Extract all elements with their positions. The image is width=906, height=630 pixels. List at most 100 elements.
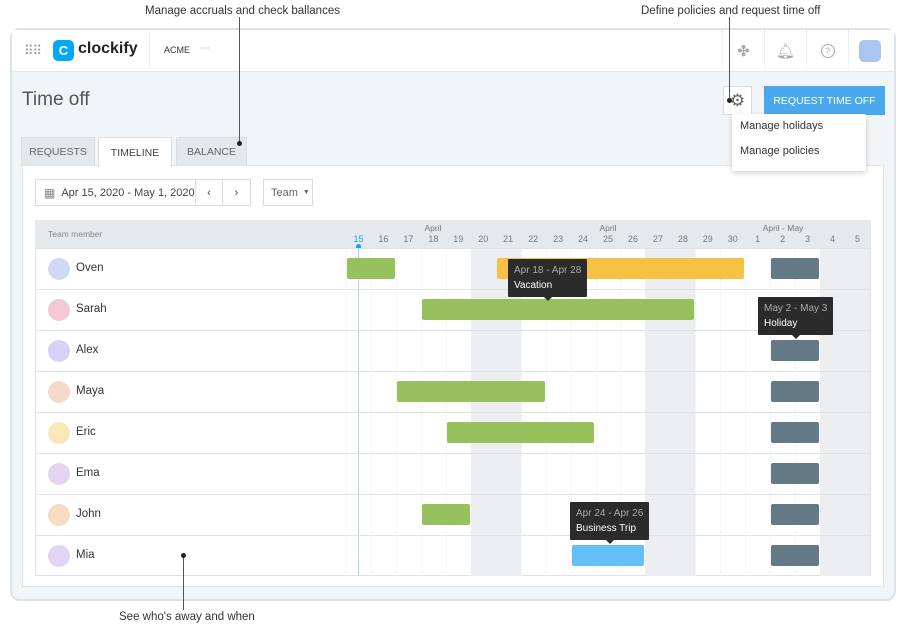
request-time-off-button[interactable]: REQUEST TIME OFF <box>764 86 885 115</box>
time-off-bar-sick[interactable] <box>421 504 470 525</box>
annotation-policies: Define policies and request time off <box>641 5 821 17</box>
day-label: 20 <box>478 234 489 244</box>
day-label: 15 <box>353 234 364 244</box>
table-row[interactable]: Mia <box>35 535 871 576</box>
bell-icon[interactable]: 🔔︎ <box>764 30 806 72</box>
today-line <box>358 246 360 576</box>
calendar-icon: ▦ <box>44 185 56 200</box>
month-label: April - May <box>762 223 804 233</box>
day-label: 23 <box>553 234 564 244</box>
next-button[interactable]: › <box>222 179 251 206</box>
page-title: Time off <box>22 89 90 110</box>
member-name: Ema <box>76 467 100 479</box>
month-label: April <box>599 223 617 233</box>
time-off-bar-holiday[interactable] <box>771 340 820 361</box>
member-name: Mia <box>76 549 95 561</box>
day-label: 1 <box>755 234 761 244</box>
clockify-logo-icon: C <box>53 40 74 61</box>
tab-timeline[interactable]: TIMELINE <box>98 137 172 167</box>
app-name: clockify <box>78 40 138 57</box>
help-icon[interactable]: ? <box>806 30 848 72</box>
chevron-left-icon: ‹ <box>207 186 211 199</box>
annotation-away: See who's away and when <box>119 611 255 623</box>
table-row[interactable]: Alex <box>35 330 871 371</box>
workspace-name[interactable]: ACME <box>164 45 191 55</box>
avatar <box>48 545 70 567</box>
member-name: Oven <box>76 262 104 274</box>
table-row[interactable]: Ema <box>35 453 871 494</box>
day-label: 26 <box>627 234 638 244</box>
member-name: Alex <box>76 344 99 356</box>
member-name: John <box>76 508 101 520</box>
time-off-bar-holiday[interactable] <box>771 545 820 566</box>
caret-down-icon: ▼ <box>302 189 310 196</box>
day-label: 28 <box>677 234 688 244</box>
table-row[interactable]: Eric <box>35 412 871 453</box>
avatar <box>48 422 70 444</box>
prev-button[interactable]: ‹ <box>195 179 223 206</box>
avatar <box>48 299 70 321</box>
day-label: 29 <box>702 234 713 244</box>
day-label: 2 <box>780 234 786 244</box>
day-label: 27 <box>652 234 663 244</box>
day-label: 22 <box>528 234 539 244</box>
tooltip-holiday: May 2 - May 3 Holiday <box>758 297 834 339</box>
avatar <box>48 381 70 403</box>
puzzle-icon[interactable]: ✤ <box>722 30 764 72</box>
tooltip-dates: Apr 24 - Apr 26 <box>576 508 644 519</box>
date-range-picker[interactable]: ▦ Apr 15, 2020 - May 1, 2020 <box>35 179 196 206</box>
day-label: 3 <box>805 234 811 244</box>
menu-item-manage-holidays[interactable]: Manage holidays <box>740 120 824 132</box>
table-row[interactable]: Maya <box>35 371 871 412</box>
member-name: Sarah <box>76 303 107 315</box>
avatar <box>48 504 70 526</box>
day-label: 19 <box>453 234 464 244</box>
tab-balance[interactable]: BALANCE <box>176 137 247 166</box>
day-label: 21 <box>503 234 514 244</box>
day-label: 25 <box>602 234 613 244</box>
day-label: 16 <box>378 234 389 244</box>
member-name: Eric <box>76 426 96 438</box>
day-label: 17 <box>403 234 414 244</box>
group-value: Team <box>271 186 298 199</box>
table-header: Team member <box>35 220 871 248</box>
tooltip-label: Holiday <box>764 318 798 329</box>
tooltip-dates: Apr 18 - Apr 28 <box>514 265 582 276</box>
tooltip-vacation: Apr 18 - Apr 28 Vacation <box>508 259 588 301</box>
tab-requests[interactable]: REQUESTS <box>21 137 95 166</box>
avatar <box>48 463 70 485</box>
time-off-bar-trip[interactable] <box>571 545 645 566</box>
group-select[interactable]: Team ▼ <box>263 179 313 206</box>
member-column-header: Team member <box>48 229 103 239</box>
chevron-right-icon: › <box>234 186 239 199</box>
tooltip-label: Vacation <box>514 280 553 291</box>
day-label: 4 <box>830 234 836 244</box>
today-marker <box>356 244 362 249</box>
apps-grid-icon[interactable]: ⠿⠿ <box>24 43 42 58</box>
tooltip-dates: May 2 - May 3 <box>764 303 828 314</box>
day-label: 5 <box>854 234 860 244</box>
menu-item-manage-policies[interactable]: Manage policies <box>740 145 820 157</box>
time-off-bar-holiday[interactable] <box>771 381 820 402</box>
avatar <box>48 340 70 362</box>
settings-dropdown: Manage holidays Manage policies <box>732 114 866 171</box>
table-row[interactable]: John <box>35 494 871 535</box>
time-off-bar-holiday[interactable] <box>771 463 820 484</box>
time-off-bar-sick[interactable] <box>446 422 595 443</box>
user-avatar[interactable] <box>848 30 890 72</box>
month-label: April <box>424 223 442 233</box>
time-off-bar-holiday[interactable] <box>771 422 820 443</box>
table-row[interactable]: Sarah <box>35 289 871 330</box>
time-off-bar-holiday[interactable] <box>771 258 820 279</box>
time-off-bar-sick[interactable] <box>347 258 395 279</box>
time-off-bar-sick[interactable] <box>421 299 695 320</box>
annotation-balance: Manage accruals and check ballances <box>145 5 340 17</box>
tooltip-label: Business Trip <box>576 523 637 534</box>
tooltip-business-trip: Apr 24 - Apr 26 Business Trip <box>570 502 650 544</box>
day-label: 18 <box>428 234 439 244</box>
avatar <box>48 258 70 280</box>
time-off-bar-holiday[interactable] <box>771 504 820 525</box>
more-icon[interactable]: ◦◦◦ <box>200 43 210 53</box>
table-row[interactable]: Oven <box>35 248 871 289</box>
time-off-bar-sick[interactable] <box>396 381 545 402</box>
